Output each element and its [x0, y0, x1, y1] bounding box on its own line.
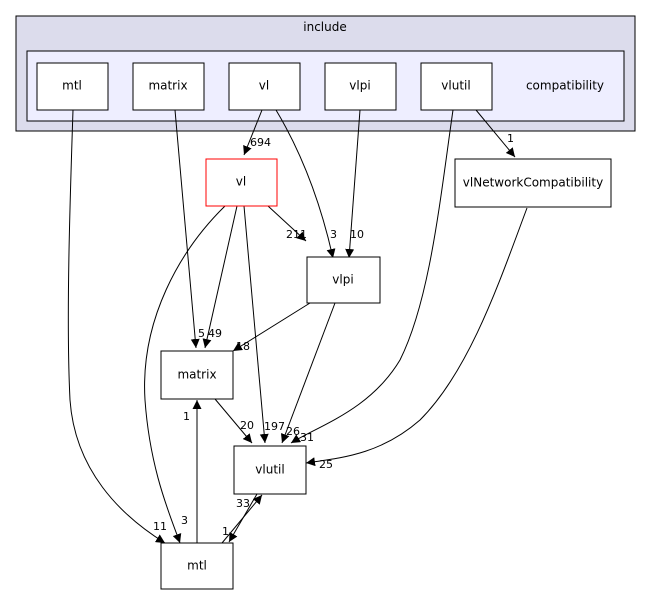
edge-vltop-vl	[243, 109, 263, 156]
edge-vl-mtl	[144, 205, 226, 544]
edge-vlpi-vlutil	[280, 302, 336, 444]
edge-vl-matrix	[202, 205, 238, 349]
edge-label: 694	[250, 136, 271, 149]
edge-label: 1	[507, 132, 514, 145]
node-vlnetworkcompatibility[interactable]: vlNetworkCompatibility	[454, 158, 612, 208]
edge-label: 1	[183, 410, 190, 423]
node-matrix-top[interactable]: matrix	[132, 62, 205, 111]
node-vlutil[interactable]: vlutil	[233, 445, 307, 495]
node-label: vlutil	[441, 79, 470, 93]
edge-label: 26	[286, 425, 300, 438]
node-label: vl	[259, 79, 269, 93]
node-label: matrix	[177, 368, 216, 382]
edge-label: 33	[236, 497, 250, 510]
node-vl[interactable]: vl	[205, 158, 278, 207]
node-matrix[interactable]: matrix	[160, 350, 234, 400]
edge-label: 20	[240, 419, 254, 432]
node-vlpi-top[interactable]: vlpi	[324, 62, 397, 111]
edges	[67, 109, 528, 544]
node-vlpi[interactable]: vlpi	[306, 256, 381, 304]
edge-vlpitop-vlpi	[345, 109, 361, 259]
cluster-compatibility-label: compatibility	[526, 79, 604, 93]
edge-label: 3	[181, 514, 188, 527]
node-mtl[interactable]: mtl	[160, 542, 234, 590]
node-label: vlpi	[332, 273, 353, 287]
edge-label: 211	[286, 228, 307, 241]
edge-vltop-vlpi	[275, 109, 336, 259]
edge-vlpi-matrix	[232, 302, 311, 352]
node-vlutil-top[interactable]: vlutil	[420, 62, 493, 111]
node-label: mtl	[62, 79, 82, 93]
edge-labels: 694 211 3 10 1 5 49 18 20 197 26 31 25 1…	[153, 132, 514, 538]
edge-label: 3	[330, 228, 337, 241]
edge-mtltop-mtl	[67, 109, 166, 544]
cluster-include-title: include	[303, 20, 346, 34]
nodes: mtl matrix vl vlpi vlutil vl vlNetworkCo…	[36, 62, 612, 590]
edge-mtl-vlutil	[221, 494, 263, 544]
node-label: vlutil	[255, 463, 284, 477]
node-label: matrix	[148, 79, 187, 93]
node-label: mtl	[187, 559, 207, 573]
edge-matrixtop-matrix	[174, 109, 200, 349]
node-label: vl	[236, 175, 246, 189]
cluster-include: include compatibility	[15, 15, 636, 132]
edge-label: 49	[208, 327, 222, 340]
edge-net-vlutil	[305, 207, 528, 467]
edge-label: 18	[236, 340, 250, 353]
edge-label: 25	[319, 458, 333, 471]
edge-label: 31	[300, 431, 314, 444]
node-label: vlpi	[349, 79, 370, 93]
edge-vlutiltop-vlutil	[290, 109, 454, 444]
node-vl-top[interactable]: vl	[228, 62, 301, 111]
edge-matrix-vlutil	[214, 398, 253, 444]
node-mtl-top[interactable]: mtl	[36, 62, 109, 111]
edge-label: 11	[153, 520, 167, 533]
node-label: vlNetworkCompatibility	[463, 176, 603, 190]
edge-label: 197	[264, 420, 285, 433]
edge-vlutiltop-net	[475, 109, 516, 158]
edge-vl-vlpi	[267, 205, 307, 242]
edge-label: 10	[350, 228, 364, 241]
edge-label: 5	[198, 327, 205, 340]
edge-label: 1	[222, 525, 229, 538]
edge-vl-vlutil	[243, 205, 269, 444]
